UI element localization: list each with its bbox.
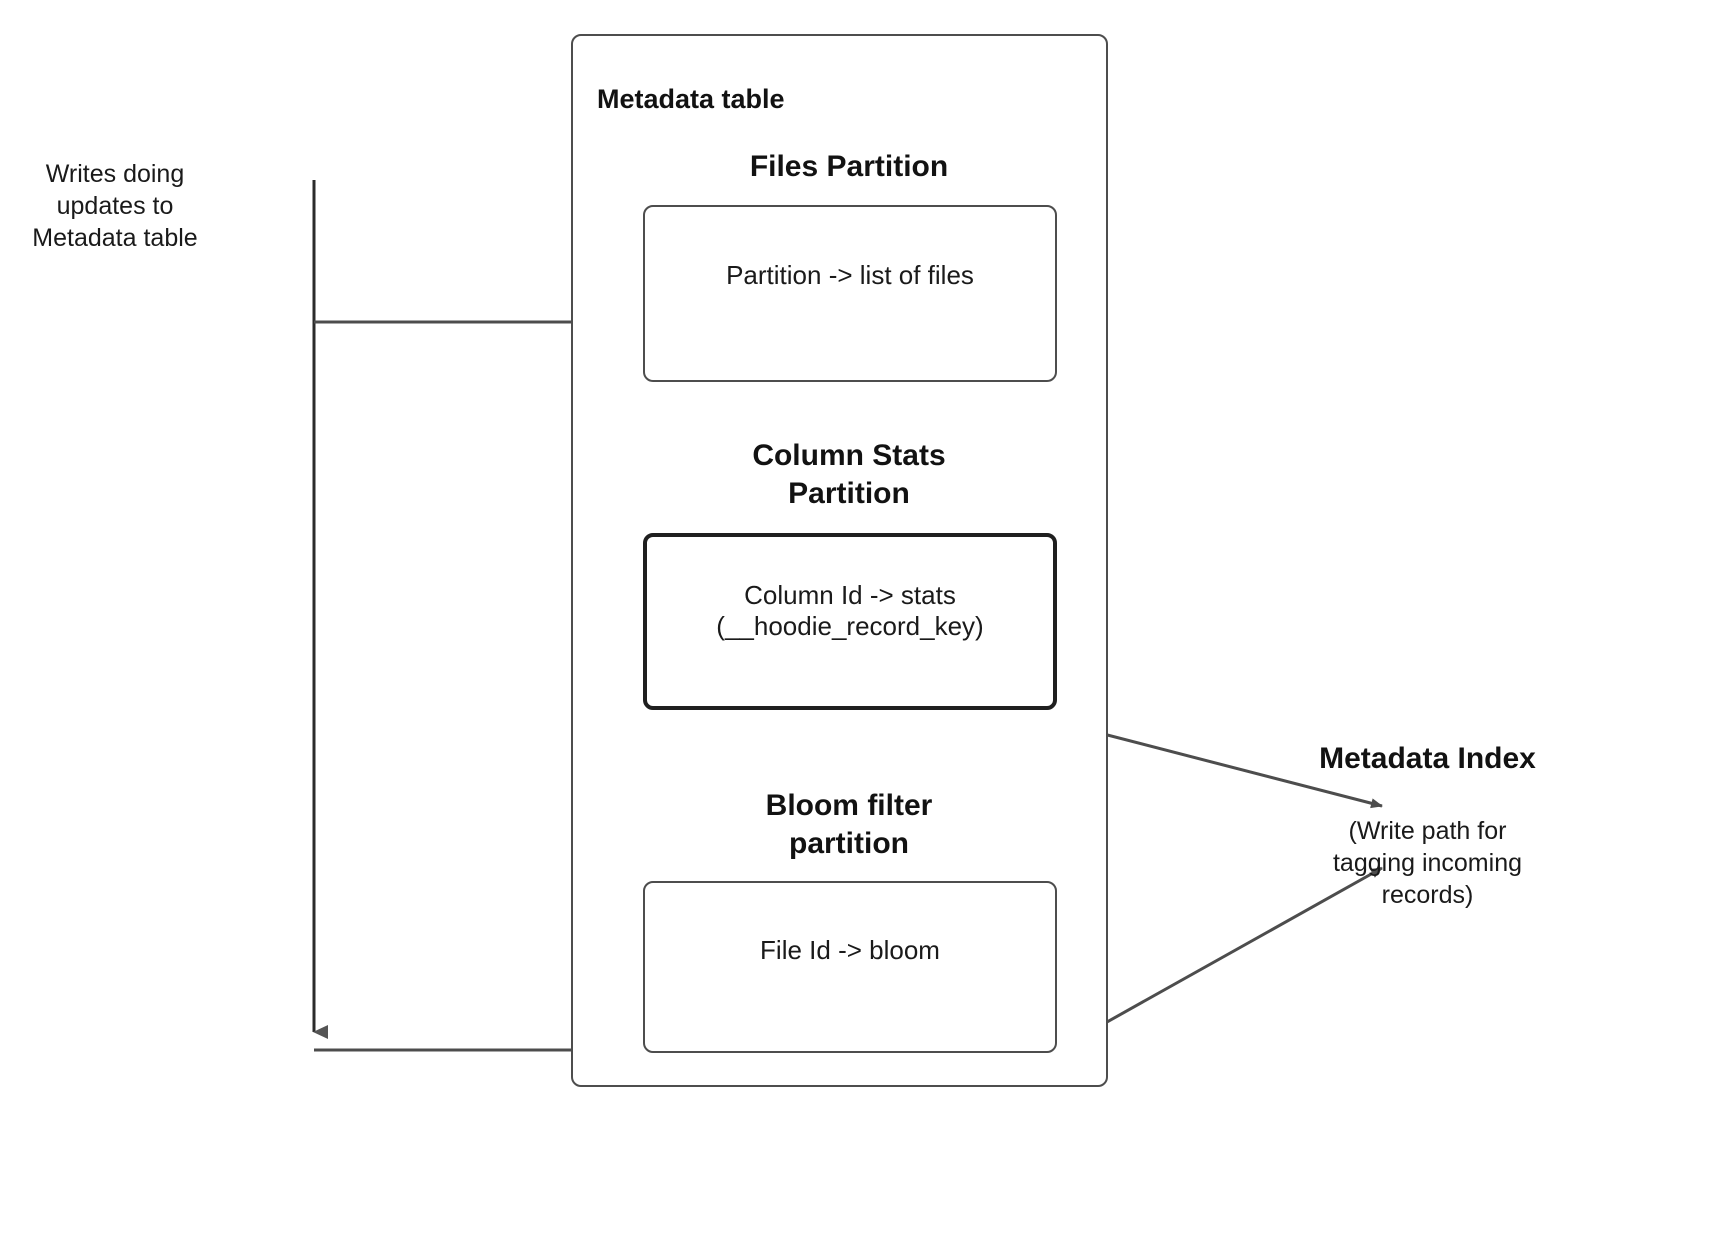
metadata-table-title: Metadata table [597, 84, 785, 114]
bloom-filter-partition-box[interactable]: File Id -> bloom [643, 881, 1057, 1053]
metadata-index-subtitle: (Write path for tagging incoming records… [1332, 817, 1522, 909]
bloom-filter-partition-heading: Bloom filter partition [765, 789, 933, 861]
files-partition-heading: Files Partition [749, 150, 949, 183]
column-stats-partition-box[interactable]: Column Id -> stats (__hoodie_record_key) [643, 533, 1057, 710]
files-partition-box[interactable]: Partition -> list of files [643, 205, 1057, 382]
writes-note-label: Writes doing updates to Metadata table [32, 160, 198, 252]
column-stats-partition-box-text: Column Id -> stats (__hoodie_record_key) [716, 580, 984, 641]
files-partition-box-text: Partition -> list of files [726, 260, 974, 290]
metadata-index-title: Metadata Index [1319, 742, 1536, 775]
bloom-filter-partition-box-text: File Id -> bloom [760, 935, 940, 965]
column-stats-partition-heading: Column Stats Partition [752, 439, 946, 511]
